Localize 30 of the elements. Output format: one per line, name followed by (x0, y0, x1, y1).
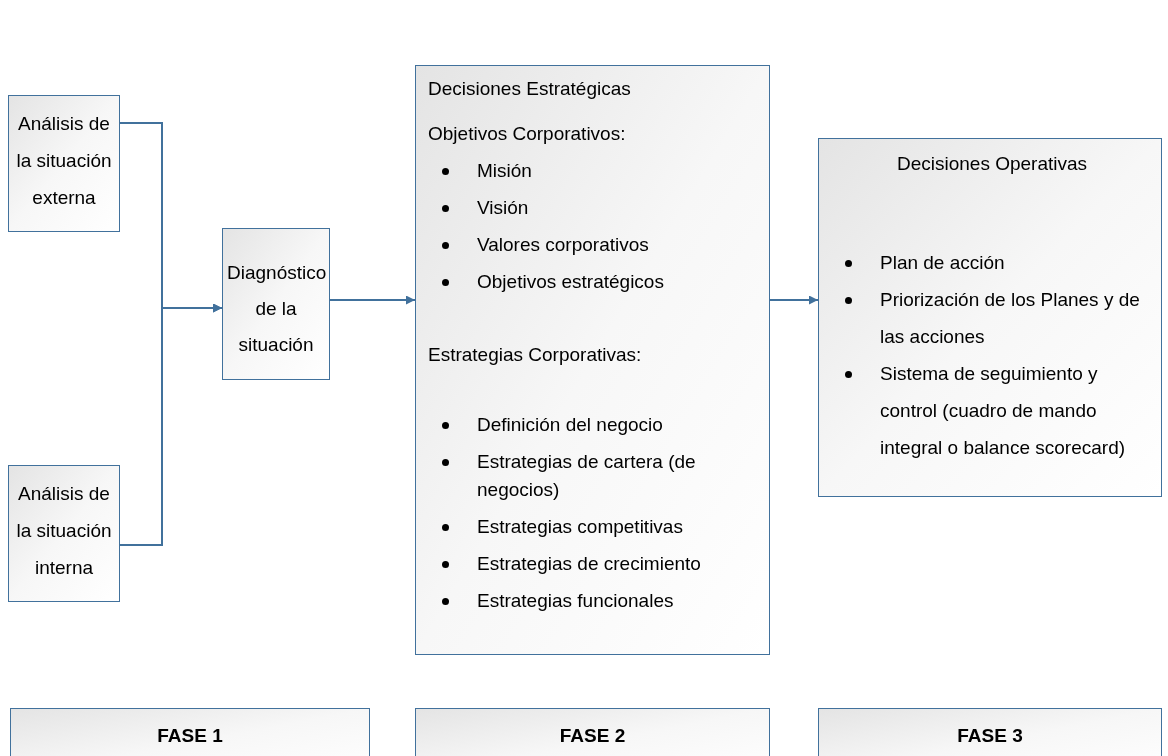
phase-title: FASE 2 (558, 724, 627, 748)
process-box (8, 465, 120, 602)
box-label: Diagnóstico de la situación (227, 261, 325, 357)
arrow (119, 303, 223, 546)
list-item: Estrategias competitivas (477, 515, 683, 539)
box-label: Análisis de la situación interna (15, 482, 113, 580)
process-box (818, 138, 1162, 497)
list-item: Misión (477, 159, 532, 183)
list-item: Valores corporativos (477, 233, 649, 257)
list-item: Plan de acción (880, 251, 1005, 275)
process-box (415, 65, 770, 655)
box-heading: Decisiones Estratégicas (428, 77, 632, 101)
list-item: Estrategias de cartera (de negocios) (477, 450, 697, 502)
list-item: Estrategias de crecimiento (477, 552, 701, 576)
process-box (222, 228, 330, 380)
arrow (769, 295, 819, 305)
phase-title: FASE 3 (956, 724, 1024, 748)
list-item: Priorización de los Planes y de las acciones (880, 288, 1141, 349)
phase-title: FASE 1 (156, 724, 224, 748)
section-heading: Objetivos Corporativos: (428, 122, 627, 146)
list-item: Visión (477, 196, 529, 220)
box-label: Análisis de la situación externa (15, 112, 113, 210)
section-heading: Estrategias Corporativas: (428, 343, 643, 367)
arrow (329, 295, 416, 305)
list-item: Objetivos estratégicos (477, 270, 664, 294)
list-item: Definición del negocio (477, 413, 663, 437)
process-box (8, 95, 120, 232)
list-item: Sistema de seguimiento y control (cuadro de mando integral o balance scorecard) (880, 362, 1127, 460)
box-label: Decisiones Operativas (895, 152, 1089, 176)
list-item: Estrategias funcionales (477, 589, 674, 613)
